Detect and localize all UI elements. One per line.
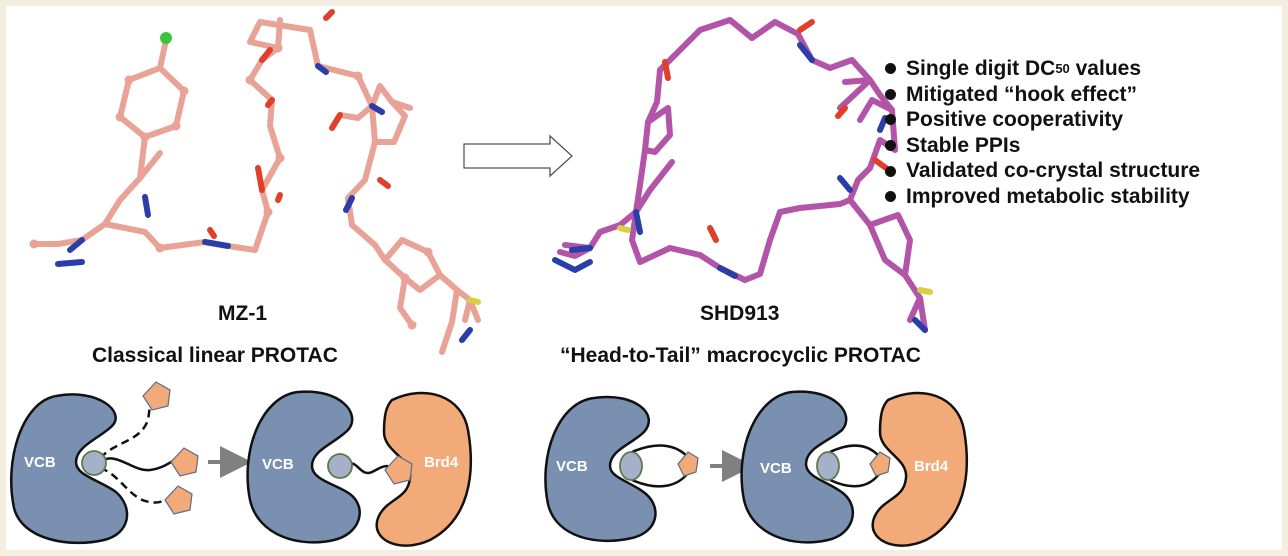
- bullet-icon: [885, 140, 896, 152]
- bullet-icon: [885, 191, 896, 203]
- schematic-macro-unbound: [544, 395, 699, 543]
- schematic-linear-ternary: [246, 390, 473, 547]
- vcb-label-3: VCB: [556, 458, 588, 475]
- shd913-name-label: SHD913: [700, 302, 780, 325]
- bullet-icon: [885, 63, 896, 75]
- schematic-macro-ternary: [740, 390, 969, 547]
- bullet-icon: [885, 114, 896, 126]
- mz1-caption: Classical linear PROTAC: [92, 344, 338, 367]
- vcb-label-2: VCB: [262, 456, 294, 473]
- advantage-item: Positive cooperativity: [885, 107, 1200, 133]
- figure-panel: [6, 6, 1282, 550]
- shd913-caption: “Head-to-Tail” macrocyclic PROTAC: [560, 344, 921, 367]
- mz1-name-label: MZ-1: [218, 302, 267, 325]
- schematic-linear-unbound: [10, 381, 199, 545]
- brd4-label-1: Brd4: [424, 454, 459, 471]
- advantage-item: Validated co-crystal structure: [885, 158, 1200, 184]
- advantage-item: Improved metabolic stability: [885, 184, 1200, 210]
- brd4-label-2: Brd4: [914, 458, 949, 475]
- advantage-item: Mitigated “hook effect”: [885, 82, 1200, 108]
- mz1-molecule: [29, 9, 481, 355]
- outline-right-arrow-icon: [463, 134, 573, 178]
- bullet-icon: [885, 88, 896, 100]
- vcb-label-4: VCB: [760, 460, 792, 477]
- advantage-item: Stable PPIs: [885, 133, 1200, 159]
- shd913-molecule: [552, 17, 933, 333]
- bullet-icon: [885, 165, 896, 177]
- vcb-label-1: VCB: [24, 454, 56, 471]
